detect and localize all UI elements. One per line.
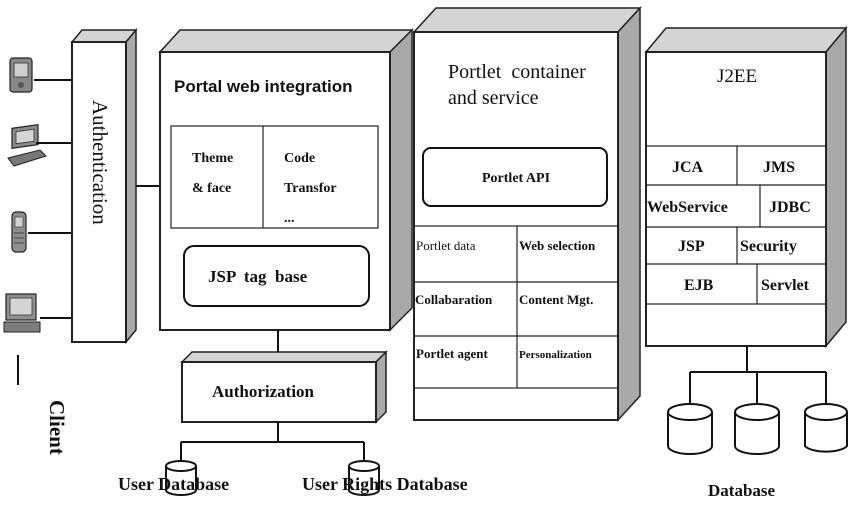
jsp-tag-base-box: [183, 245, 370, 307]
jsp-cell: JSP: [678, 238, 705, 255]
jms-cell: JMS: [763, 159, 795, 176]
database-cylinder-icon-3: [804, 403, 848, 453]
user-database-cylinder-icon: [165, 460, 197, 496]
ejb-cell: EJB: [684, 277, 714, 294]
authentication-box: Authentication: [70, 27, 138, 345]
pda-device-icon: [9, 57, 33, 93]
j2ee-title: J2EE: [717, 66, 757, 87]
jca-cell: JCA: [672, 159, 704, 176]
portlet-api-box: [422, 147, 608, 207]
database-cylinder-icon-1: [667, 403, 713, 455]
user-rights-database-label: User Rights Database: [302, 474, 468, 494]
code-transfor-label: Code Transfor ...: [284, 151, 340, 226]
authentication-label: Authentication: [88, 100, 112, 225]
device-connectors: [17, 79, 72, 385]
portal-title: Portal web integration: [174, 77, 353, 96]
desktop-computer-device-icon: [3, 293, 41, 333]
portal-web-integration-box: Portal web integration Theme & face Code…: [158, 28, 414, 332]
database-cylinder-icon-2: [734, 403, 780, 455]
user-rights-database-cylinder-icon: [348, 460, 380, 496]
personalization-cell: Personalization: [519, 349, 592, 361]
portlet-container-title: Portlet container and service: [0, 0, 621, 109]
content-mgt-cell: Content Mgt.: [519, 292, 593, 307]
portlet-services-grid: [413, 225, 619, 389]
j2ee-box: J2EE JCA JMS WebService JDBC JSP Securit…: [644, 25, 848, 349]
authorization-label: Authorization: [212, 382, 315, 401]
j2ee-services-grid: [645, 145, 827, 305]
security-cell: Security: [740, 238, 797, 255]
portlet-agent-cell: Portlet agent: [416, 346, 489, 361]
database-connectors: [689, 346, 827, 404]
client-label: Client: [45, 400, 69, 455]
portlet-api-label: Portlet API: [482, 171, 550, 186]
webservice-cell: WebService: [647, 199, 728, 216]
authorization-box: Authorization: [180, 350, 388, 424]
collabaration-cell: Collabaration: [415, 292, 493, 307]
theme-face-label: Theme & face: [192, 151, 237, 196]
database-label: Database: [708, 481, 776, 500]
user-db-connectors: [180, 422, 365, 460]
portlet-container-box: Portlet container and service Portlet AP…: [0, 0, 642, 422]
jdbc-cell: JDBC: [769, 199, 811, 216]
mobile-phone-device-icon: [11, 211, 27, 253]
servlet-cell: Servlet: [761, 277, 810, 294]
laptop-device-icon: [7, 123, 47, 167]
jsp-tag-base-label: JSP tag base: [208, 267, 308, 286]
portlet-data-cell: Portlet data: [416, 238, 476, 253]
user-database-label: User Database: [118, 474, 229, 494]
web-selection-cell: Web selection: [519, 238, 596, 253]
